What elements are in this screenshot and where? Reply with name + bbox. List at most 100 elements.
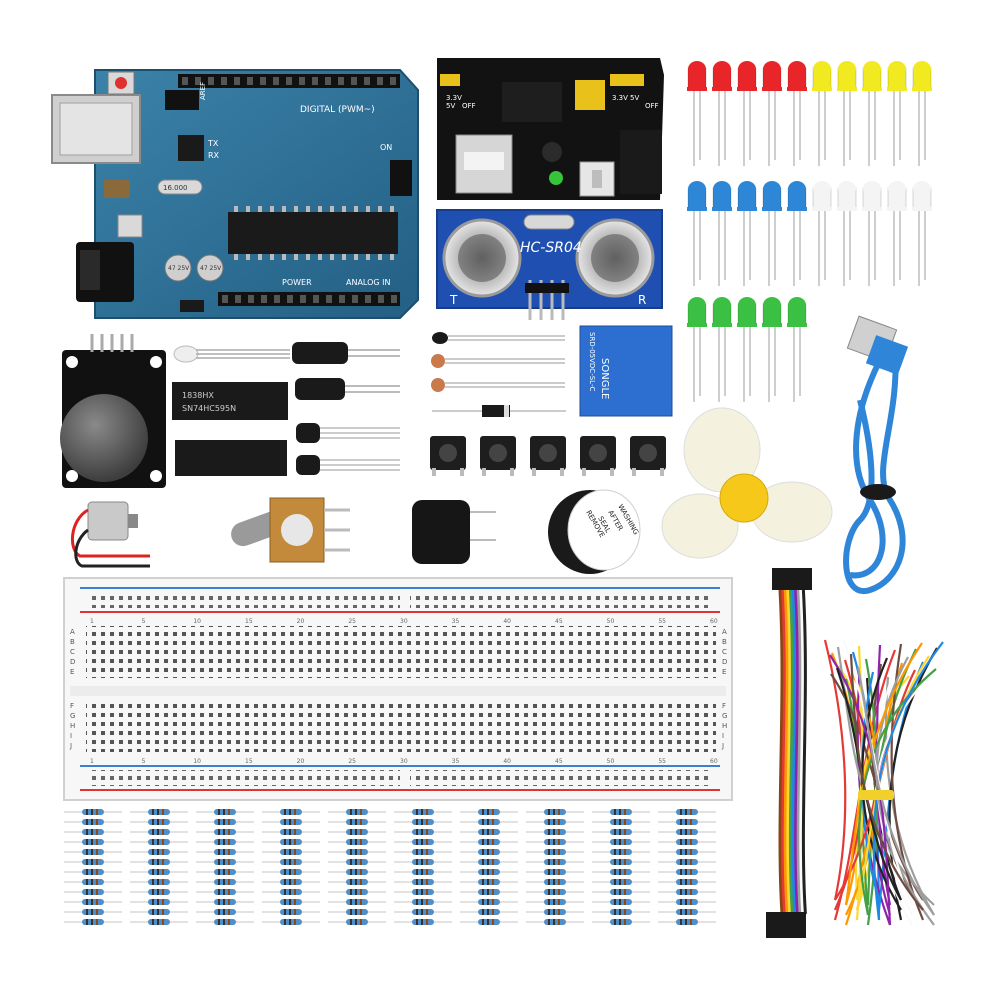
resistor [394, 909, 452, 915]
resistor [394, 879, 452, 885]
resistor [262, 819, 320, 825]
resistor [328, 919, 386, 925]
ultrasonic-sensor: HC-SR04 T R [436, 209, 663, 320]
resistor [394, 849, 452, 855]
dc-motor [70, 501, 150, 568]
resistor [196, 859, 254, 865]
resistor [262, 859, 320, 865]
resistor [262, 809, 320, 815]
resistor [328, 849, 386, 855]
pm-label-1: 3.3V [446, 94, 462, 102]
resistor [130, 879, 188, 885]
row-letter: B [722, 638, 727, 646]
analog-in-label: ANALOG IN [346, 278, 391, 287]
ribbon-connector-bottom [766, 912, 806, 938]
resistor [130, 829, 188, 835]
usb-cable [843, 315, 909, 595]
resistor [526, 849, 584, 855]
chip-marking: 1838HX [182, 391, 214, 400]
row-letter: H [70, 722, 75, 730]
resistor [130, 899, 188, 905]
resistor [460, 899, 518, 905]
ribbon-wire [791, 589, 797, 915]
resistor [460, 839, 518, 845]
column-number: 25 [348, 758, 356, 765]
resistor [64, 879, 122, 885]
joystick-module [60, 334, 166, 488]
resistor [460, 889, 518, 895]
resistor [592, 869, 650, 875]
jumper-wire-bundle [823, 639, 945, 926]
led [837, 61, 857, 166]
led [712, 181, 732, 286]
resistor [196, 889, 254, 895]
resistor [64, 849, 122, 855]
resistor [526, 899, 584, 905]
column-number: 1 [90, 618, 94, 625]
capacitor [164, 254, 192, 282]
shift-register-chip: 1838HX SN74HC595N [172, 382, 288, 420]
resistor [328, 809, 386, 815]
column-number: 1 [90, 758, 94, 765]
row-letter: J [721, 742, 724, 750]
rgb-led [173, 345, 290, 363]
resistor [130, 819, 188, 825]
led [862, 181, 882, 286]
electrolytic-capacitors [292, 342, 400, 400]
led [787, 61, 807, 166]
chip-label: SN74HC595N [182, 404, 236, 413]
resistor [460, 919, 518, 925]
pm-label-6: OFF [645, 102, 659, 110]
resistor [394, 809, 452, 815]
resistor [658, 849, 716, 855]
jumper-wire [856, 666, 935, 916]
column-number: 35 [452, 618, 460, 625]
led [912, 61, 932, 166]
resistor [394, 859, 452, 865]
led [812, 61, 832, 166]
resistor [64, 909, 122, 915]
push-button [580, 436, 616, 476]
resistor [592, 919, 650, 925]
resistor [592, 889, 650, 895]
push-button [630, 436, 666, 476]
column-number: 5 [142, 758, 146, 765]
pm-label-2: 5V [446, 102, 455, 110]
ribbon-wire [786, 589, 792, 915]
led [737, 181, 757, 286]
row-letter: I [722, 732, 724, 740]
column-number: 10 [193, 758, 201, 765]
tactile-buttons [430, 436, 666, 476]
resistor [526, 869, 584, 875]
resistor [262, 899, 320, 905]
resistor [592, 909, 650, 915]
led [837, 181, 857, 286]
row-letter: C [70, 648, 75, 656]
row-letter: G [70, 712, 75, 720]
resistor [394, 819, 452, 825]
resistor [460, 809, 518, 815]
ribbon-wire [796, 589, 802, 915]
row-letter: D [70, 658, 75, 666]
resistor [460, 879, 518, 885]
resistor [64, 809, 122, 815]
led [762, 181, 782, 286]
resistor [262, 889, 320, 895]
resistor [64, 839, 122, 845]
row-letter: A [70, 628, 75, 636]
led [887, 61, 907, 166]
resistor [658, 809, 716, 815]
resistor [592, 879, 650, 885]
row-letter: F [722, 702, 726, 710]
resistor [460, 869, 518, 875]
ribbon-wire [781, 589, 787, 915]
column-number: 45 [555, 618, 563, 625]
power-label: POWER [282, 278, 312, 287]
resistor [460, 909, 518, 915]
resistor [328, 859, 386, 865]
atmega-chip [228, 212, 398, 254]
led [737, 297, 757, 402]
resistor [130, 809, 188, 815]
resistor [196, 919, 254, 925]
power-analog-header [218, 292, 400, 306]
